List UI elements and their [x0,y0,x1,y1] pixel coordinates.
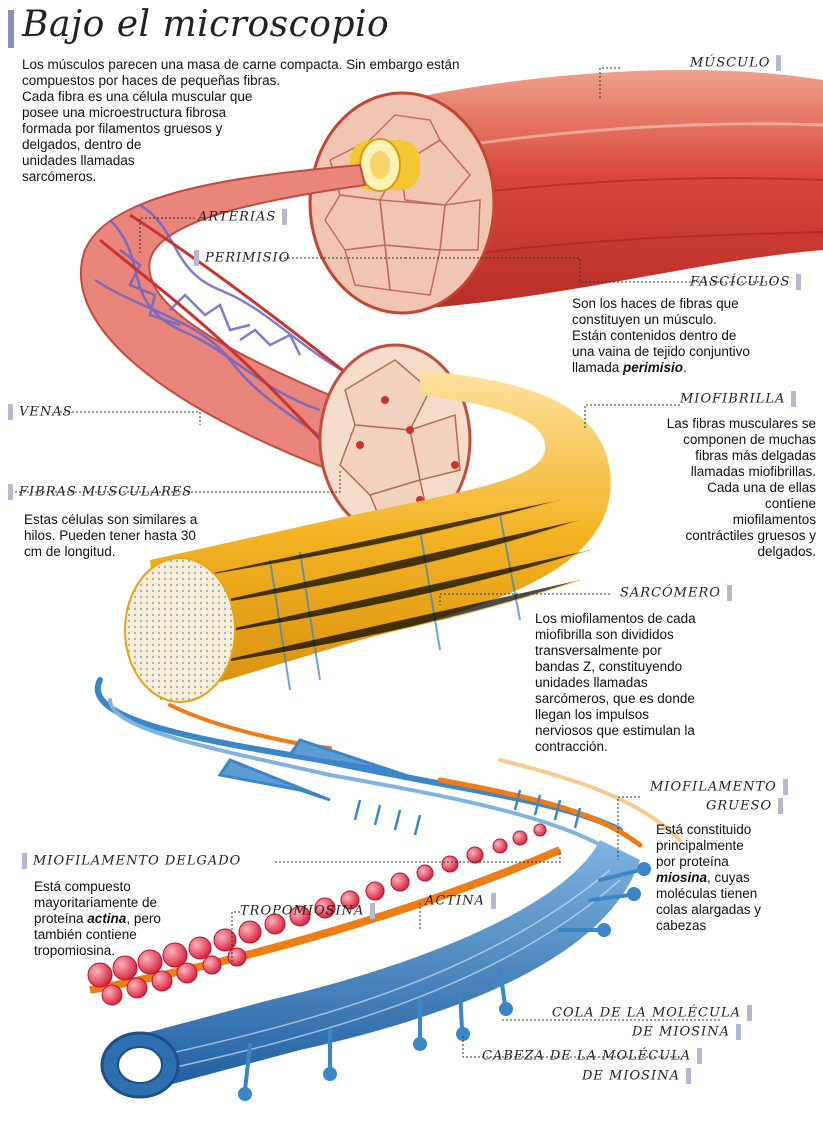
page-title: Bajo el microscopio [22,4,389,45]
label-cola-molecula-2: de miosina [632,1024,741,1040]
label-tick [727,585,732,601]
label-tick [491,893,496,909]
label-tick [776,55,781,71]
label-cola-molecula: Cola de la molécula [552,1005,752,1021]
label-miofibrilla: Miofibrilla [680,391,796,407]
label-tropomiosina: Tropomiosina [240,903,375,919]
label-tick [736,1024,741,1040]
label-miofilamento-grueso-2: grueso [706,798,783,814]
label-tick [686,1068,691,1084]
label-musculo: Músculo [690,55,781,71]
label-miofilamento-grueso: Miofilamento [650,779,788,795]
label-cabeza-molecula-2: de miosina [582,1068,691,1084]
intro-text: Los músculos parecen una masa de carne c… [22,57,522,185]
miofilamento-grueso-description: Está constituido principalmente por prot… [656,822,816,934]
label-fibras-musculares: Fibras musculares [8,484,192,500]
miofilamento-delgado-description: Está compuesto mayoritariamente de prote… [34,879,234,959]
label-sarcomero: Sarcómero [620,585,732,601]
label-arterias: Arterias [198,209,287,225]
sarcomero-description: Los miofilamentos de cada miofibrilla so… [535,611,755,755]
label-tick [282,209,287,225]
label-tick [747,1005,752,1021]
label-tick [8,404,13,420]
label-perimisio: Perimisio [194,250,290,266]
label-actina: Actina [425,893,496,909]
label-tick [8,484,13,500]
label-cabeza-molecula: Cabeza de la molécula [482,1048,702,1064]
label-tick [783,779,788,795]
label-tick [194,250,199,266]
label-tick [796,274,801,290]
label-tick [370,903,375,919]
label-venas: Venas [8,404,73,420]
title-accent-bar [8,10,14,48]
fibras-musculares-description: Estas células son similares a hilos. Pue… [24,512,264,560]
label-tick [778,798,783,814]
fasciculos-description: Son los haces de fibras que constituyen … [572,296,812,376]
label-tick [697,1048,702,1064]
label-miofilamento-delgado: Miofilamento delgado [22,853,241,869]
label-tick [22,853,27,869]
label-tick [791,391,796,407]
label-fasciculos: Fascículos [690,274,801,290]
miofibrilla-description: Las fibras musculares se componen de muc… [616,416,816,560]
